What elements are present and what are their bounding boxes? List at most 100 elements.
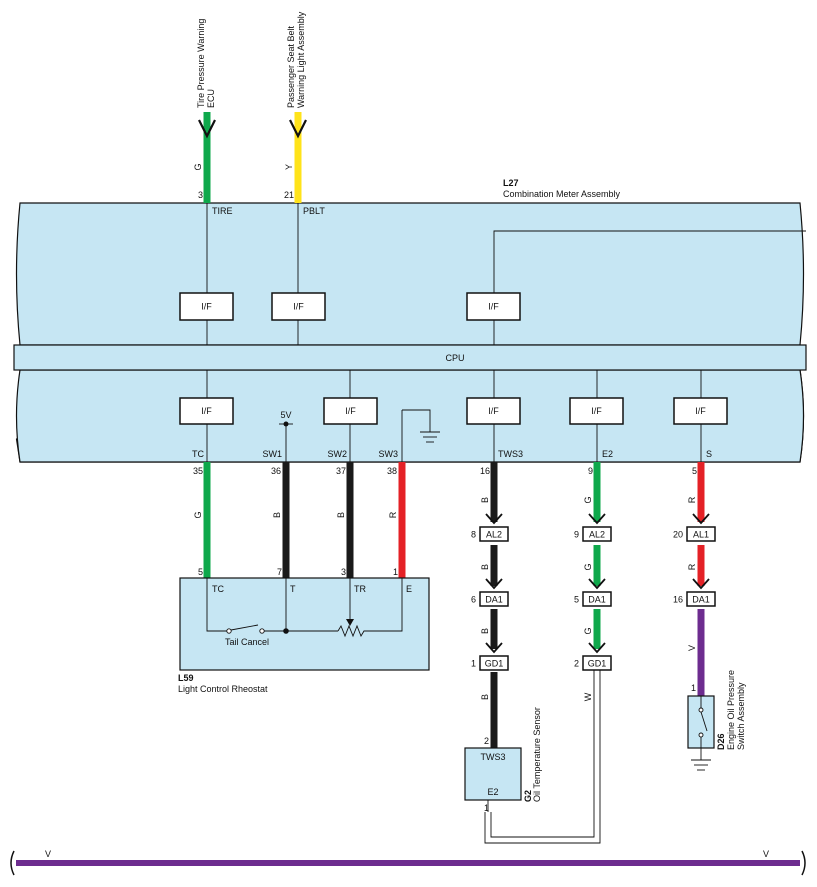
terminal-label: TR bbox=[354, 584, 366, 594]
wire-color-label: B bbox=[272, 512, 282, 518]
pin-number: 21 bbox=[284, 190, 294, 200]
white-wire-w bbox=[484, 670, 601, 844]
wire-color-label: G bbox=[583, 627, 593, 634]
wire-color-label: W bbox=[583, 692, 593, 701]
if-box-tws3 bbox=[466, 397, 521, 425]
if-box-e2 bbox=[569, 397, 624, 425]
if-box-tire bbox=[179, 292, 234, 321]
if-box-s bbox=[673, 397, 728, 425]
if-label: I/F bbox=[201, 302, 212, 312]
wire-color-label: B bbox=[480, 694, 490, 700]
pin-number: 37 bbox=[336, 466, 346, 476]
engine-oil-pressure-switch: 1 D26 Engine Oil Pressure Switch Assembl… bbox=[687, 670, 746, 771]
wire-color-label: B bbox=[480, 564, 490, 570]
connector-al2-tws3: AL2 8 bbox=[471, 513, 509, 542]
wire-color-label: G bbox=[583, 496, 593, 503]
meter-upper-section bbox=[15, 202, 805, 346]
pin-number: 1 bbox=[484, 803, 489, 813]
wire-color-label: B bbox=[480, 628, 490, 634]
bus-label-left: V bbox=[45, 849, 51, 859]
if-box-pblt bbox=[271, 292, 326, 321]
if-box-tc bbox=[179, 397, 234, 425]
svg-text:AL2: AL2 bbox=[486, 530, 502, 540]
meter-internal-lines-upper bbox=[206, 203, 806, 345]
if-label: I/F bbox=[293, 302, 304, 312]
terminal-label: TIRE bbox=[212, 206, 233, 216]
connector-al2-e2: AL2 9 bbox=[574, 513, 612, 542]
tws3-circuit: B B B B AL2 8 DA1 6 GD1 1 bbox=[471, 462, 509, 748]
if-label: I/F bbox=[345, 406, 356, 416]
pin-number: 35 bbox=[193, 466, 203, 476]
pin-number: 3 bbox=[341, 567, 346, 577]
bus-label-right: V bbox=[763, 849, 769, 859]
svg-text:GD1: GD1 bbox=[485, 659, 504, 669]
cpu-label: CPU bbox=[445, 353, 464, 363]
top-wires: Tire Pressure Warning ECU Passenger Seat… bbox=[193, 11, 325, 216]
if-label: I/F bbox=[488, 302, 499, 312]
terminal-label: TWS3 bbox=[480, 752, 505, 762]
terminal-label: TC bbox=[192, 449, 204, 459]
pin-number: 1 bbox=[393, 567, 398, 577]
connector-gd1-e2: GD1 2 bbox=[574, 642, 612, 671]
pin-number: 5 bbox=[692, 466, 697, 476]
top-dest-1-line2: ECU bbox=[206, 89, 216, 108]
oil-temperature-sensor: TWS3 E2 2 1 G2 Oil Temperature Sensor bbox=[464, 707, 542, 813]
svg-text:AL1: AL1 bbox=[693, 530, 709, 540]
switch-name-line1: Engine Oil Pressure bbox=[726, 670, 736, 750]
meter-name: Combination Meter Assembly bbox=[503, 189, 621, 199]
if-label: I/F bbox=[695, 406, 706, 416]
svg-text:8: 8 bbox=[471, 530, 476, 540]
violet-bus: V V bbox=[10, 849, 806, 876]
connector-da1-s: DA1 16 bbox=[673, 578, 716, 607]
wire-color-label: Y bbox=[284, 164, 294, 170]
cpu-band bbox=[13, 344, 807, 371]
pin-number: 9 bbox=[588, 466, 593, 476]
svg-text:9: 9 bbox=[574, 530, 579, 540]
rheostat-wires: G B B R bbox=[193, 462, 406, 578]
wire-color-label: R bbox=[388, 511, 398, 518]
wire-color-label: G bbox=[193, 511, 203, 518]
connector-da1-tws3: DA1 6 bbox=[471, 578, 509, 607]
terminal-label: E2 bbox=[602, 449, 613, 459]
s-circuit: R R V AL1 20 DA1 16 bbox=[673, 462, 716, 696]
svg-text:1: 1 bbox=[471, 659, 476, 669]
svg-text:DA1: DA1 bbox=[692, 595, 710, 605]
if-label: I/F bbox=[201, 406, 212, 416]
svg-text:DA1: DA1 bbox=[588, 595, 606, 605]
terminal-label: PBLT bbox=[303, 206, 325, 216]
top-dest-2-line1: Passenger Seat Belt bbox=[286, 25, 296, 108]
e2-circuit: G G G W AL2 9 DA1 5 GD1 2 bbox=[484, 462, 612, 844]
meter-bottom-terminals: TC SW1 SW2 SW3 TWS3 E2 S 35 36 37 38 16 … bbox=[192, 449, 712, 476]
terminal-label: E2 bbox=[487, 787, 498, 797]
pin-number: 1 bbox=[691, 683, 696, 693]
svg-text:GD1: GD1 bbox=[588, 659, 607, 669]
meter-internal-lines-lower: 5V bbox=[206, 370, 702, 462]
svg-text:DA1: DA1 bbox=[485, 595, 503, 605]
wire-color-label: R bbox=[687, 563, 697, 570]
rheostat-name: Light Control Rheostat bbox=[178, 684, 268, 694]
if-label: I/F bbox=[488, 406, 499, 416]
switch-code: D26 bbox=[716, 733, 726, 750]
connector-da1-e2: DA1 5 bbox=[574, 578, 612, 607]
svg-text:2: 2 bbox=[574, 659, 579, 669]
svg-text:5: 5 bbox=[574, 595, 579, 605]
terminal-label: SW1 bbox=[262, 449, 282, 459]
terminal-label: TC bbox=[212, 584, 224, 594]
tail-cancel-label: Tail Cancel bbox=[225, 637, 269, 647]
wire-color-label: B bbox=[336, 512, 346, 518]
wire-color-label: R bbox=[687, 496, 697, 503]
pin-number: 5 bbox=[198, 567, 203, 577]
pin-number: 38 bbox=[387, 466, 397, 476]
terminal-label: T bbox=[290, 584, 296, 594]
svg-text:AL2: AL2 bbox=[589, 530, 605, 540]
pin-number: 36 bbox=[271, 466, 281, 476]
terminal-label: TWS3 bbox=[498, 449, 523, 459]
connector-gd1-tws3: GD1 1 bbox=[471, 642, 509, 671]
pin-number: 7 bbox=[277, 567, 282, 577]
svg-text:6: 6 bbox=[471, 595, 476, 605]
wire-color-label: G bbox=[193, 163, 203, 170]
terminal-label: SW3 bbox=[378, 449, 398, 459]
rheostat-code: L59 bbox=[178, 673, 194, 683]
sensor-name: Oil Temperature Sensor bbox=[532, 707, 542, 802]
sensor-code: G2 bbox=[523, 790, 533, 802]
